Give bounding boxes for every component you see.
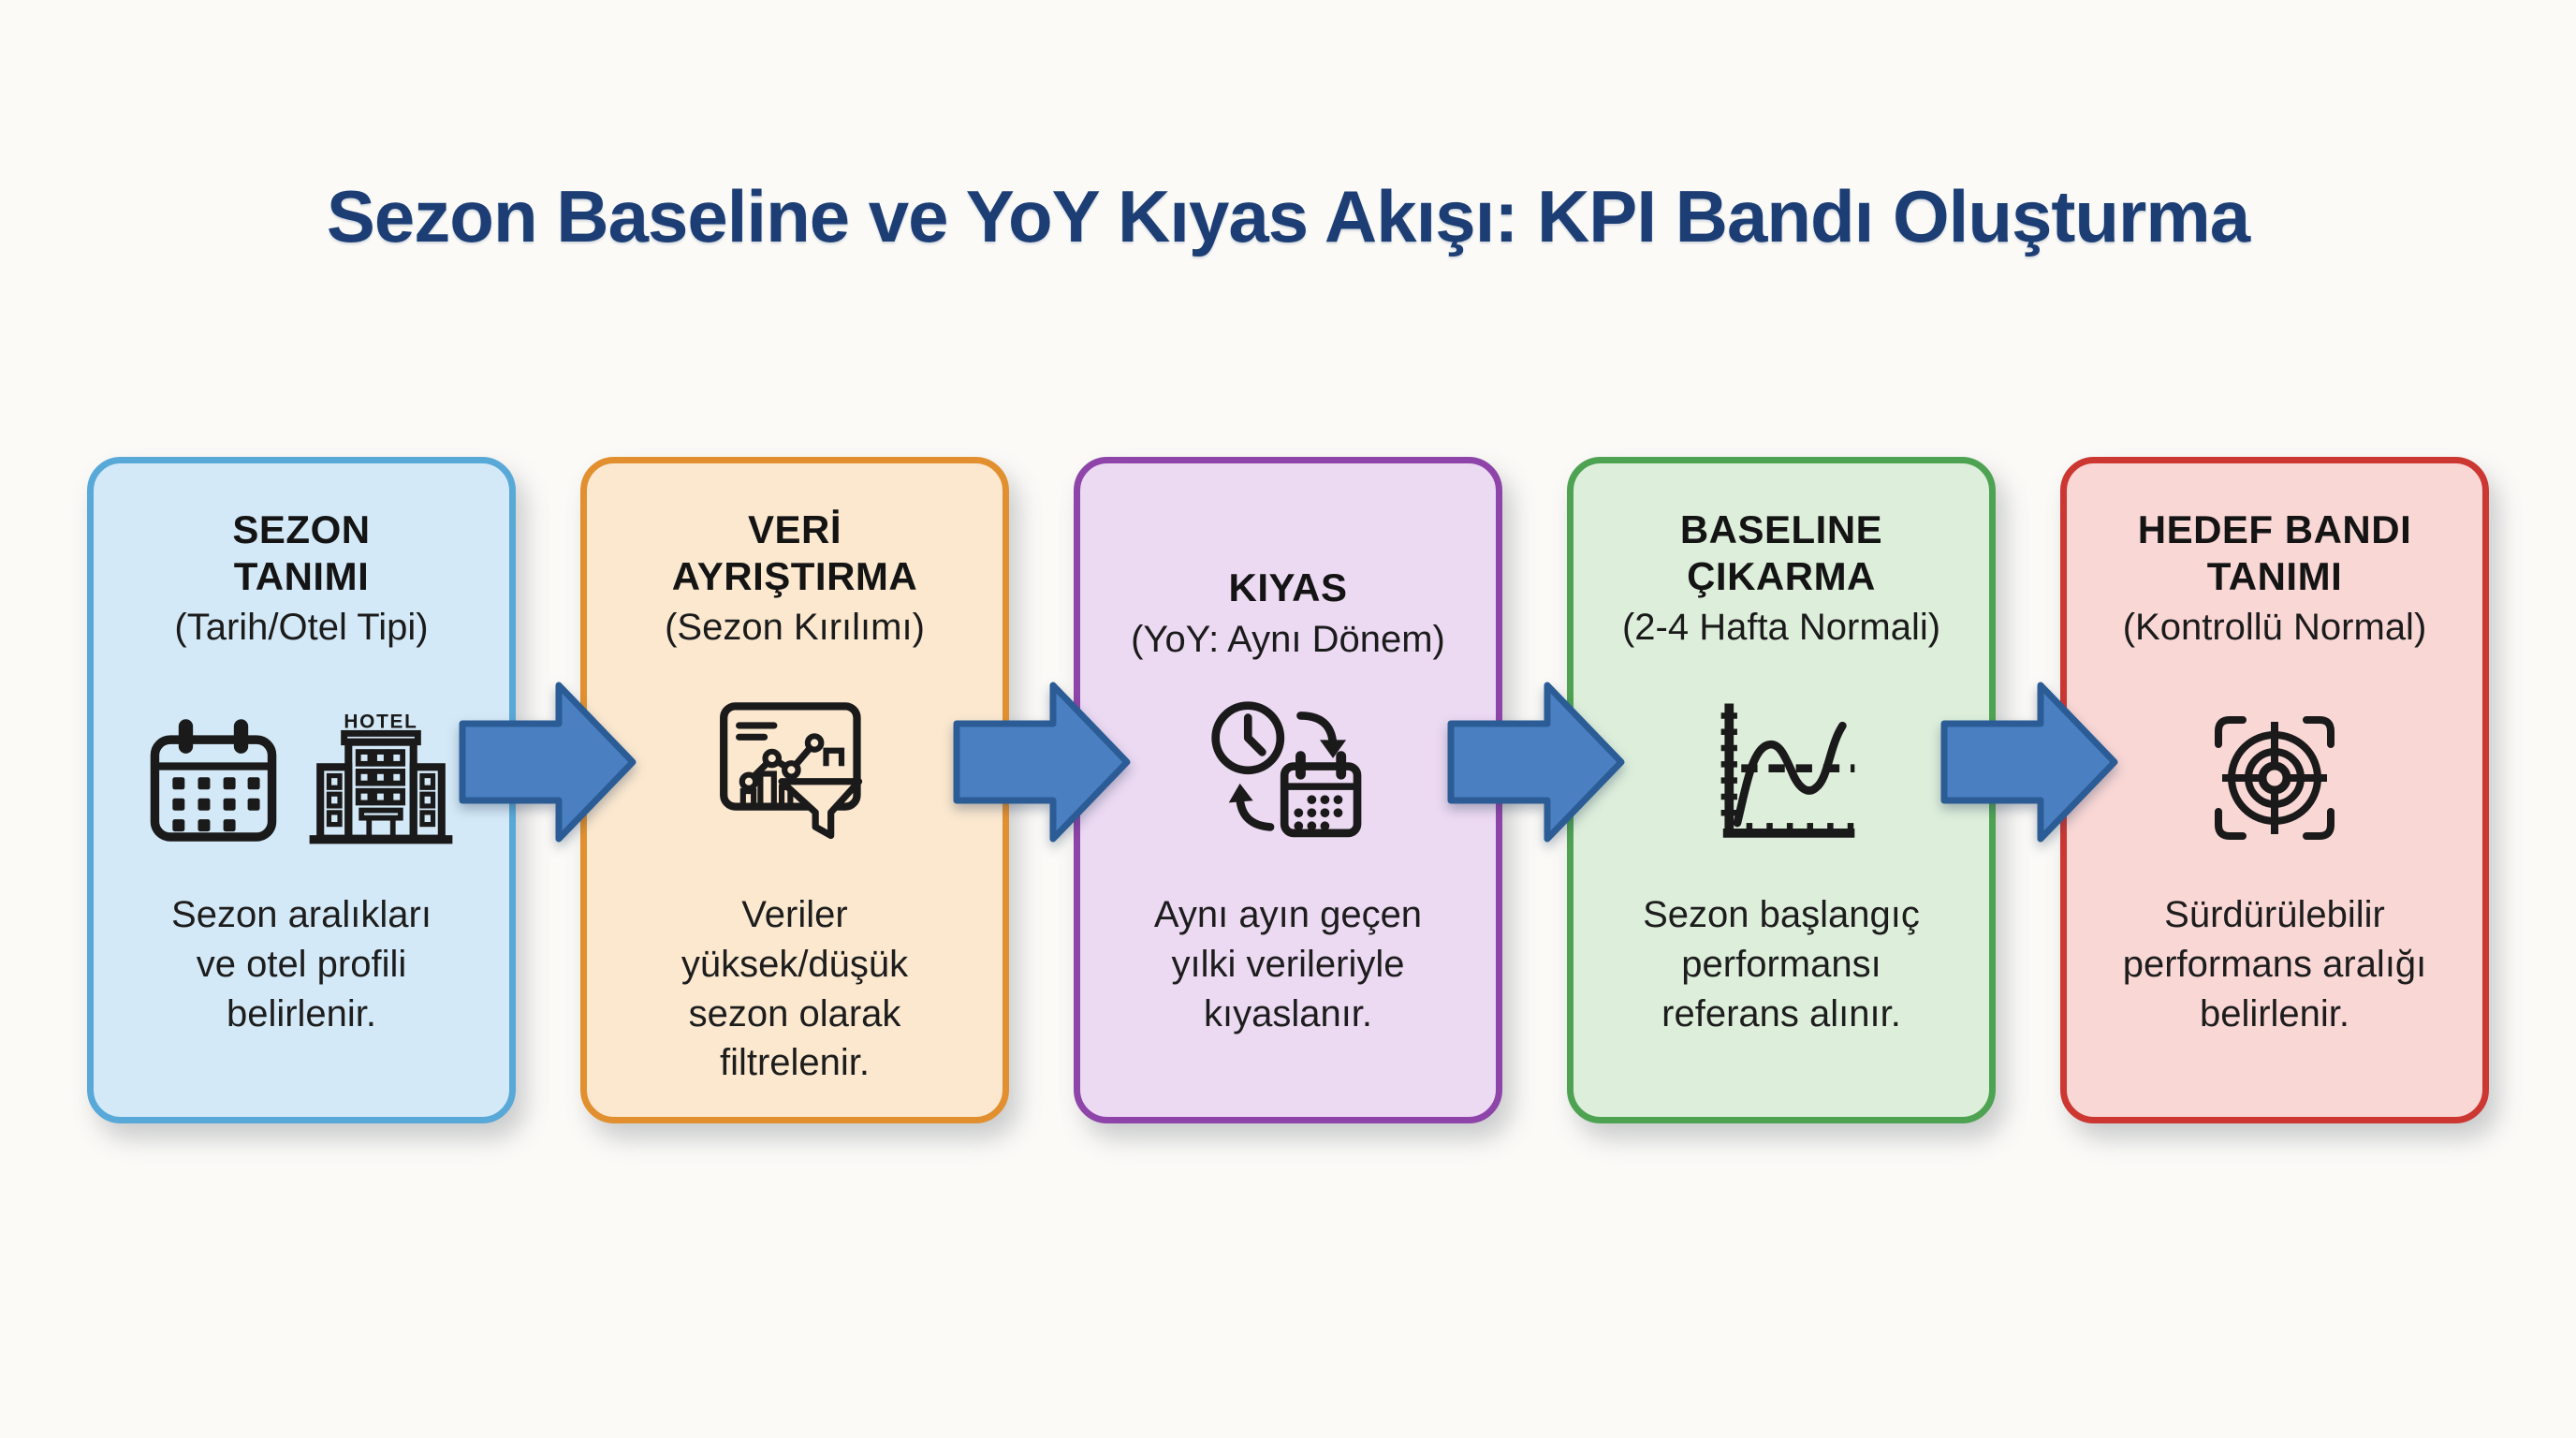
step-card-hedef-bandi-tanimi: HEDEF BANDI TANIMI (Kontrollü Normal) [2060, 457, 2489, 1123]
step-subtitle: (Tarih/Otel Tipi) [174, 607, 429, 649]
step-header: BASELINE ÇIKARMA (2-4 Hafta Normali) [1573, 506, 1989, 656]
flow-arrow-icon [1447, 682, 1625, 843]
svg-text:HOTEL: HOTEL [344, 712, 417, 733]
step-card-baseline-cikarma: BASELINE ÇIKARMA (2-4 Hafta Normali) [1567, 457, 1996, 1123]
flow-steps-row: SEZON TANIMI (Tarih/Otel Tipi) [87, 457, 2489, 1123]
step-title: BASELINE ÇIKARMA [1680, 506, 1882, 599]
step-title-line: AYRIŞTIRMA [671, 553, 918, 598]
clock-calendar-sync-icon [1210, 701, 1361, 838]
step-header: SEZON TANIMI (Tarih/Otel Tipi) [94, 506, 509, 656]
step-header: KIYAS (YoY: Aynı Dönem) [1080, 506, 1496, 660]
step-subtitle: (Sezon Kırılımı) [665, 607, 925, 649]
step-icons [2067, 697, 2482, 847]
step-header: HEDEF BANDI TANIMI (Kontrollü Normal) [2067, 506, 2482, 656]
step-card-veri-ayristirma: VERİ AYRIŞTIRMA (Sezon Kırılımı) [580, 457, 1009, 1123]
target-icon [2215, 716, 2334, 840]
step-description: Aynı ayın geçen yılki verileriyle kıyasl… [1153, 894, 1423, 1034]
step-header: VERİ AYRIŞTIRMA (Sezon Kırılımı) [587, 506, 1003, 656]
step-description: Sürdürülebilir performans aralığı belirl… [2122, 894, 2427, 1034]
step-title: KIYAS [1228, 565, 1347, 611]
flow-arrow-icon [459, 682, 637, 843]
baseline-chart-icon [1720, 703, 1854, 838]
step-title: HEDEF BANDI TANIMI [2138, 506, 2412, 599]
step-title-line: KIYAS [1228, 565, 1348, 609]
flow-arrow-icon [1940, 682, 2118, 843]
step-card-kiyas: KIYAS (YoY: Aynı Dönem) [1074, 457, 1502, 1123]
step-icons: HOTEL [94, 697, 509, 847]
step-title-line: TANIMI [2206, 553, 2343, 598]
step-card-sezon-tanimi: SEZON TANIMI (Tarih/Otel Tipi) [87, 457, 516, 1123]
calendar-icon [150, 719, 277, 842]
step-title-line: TANIMI [233, 553, 370, 598]
step-title-line: BASELINE [1679, 507, 1883, 551]
step-subtitle: (YoY: Aynı Dönem) [1131, 618, 1445, 660]
step-title-line: SEZON [232, 507, 371, 551]
step-description: Veriler yüksek/düşük sezon olarak filtre… [681, 894, 909, 1084]
step-title: SEZON TANIMI [232, 506, 370, 599]
page-title: Sezon Baseline ve YoY Kıyas Akışı: KPI B… [326, 175, 2250, 258]
step-title-line: HEDEF BANDI [2137, 507, 2412, 551]
step-title: VERİ AYRIŞTIRMA [672, 506, 917, 599]
step-subtitle: (Kontrollü Normal) [2122, 607, 2427, 649]
step-description: Sezon başlangıç performansı referans alı… [1643, 894, 1920, 1034]
step-icons [1080, 697, 1496, 847]
chart-funnel-icon [719, 702, 862, 840]
step-title-line: ÇIKARMA [1687, 553, 1876, 598]
flow-arrow-icon [953, 682, 1131, 843]
step-description: Sezon aralıkları ve otel profili belirle… [171, 894, 432, 1034]
step-subtitle: (2-4 Hafta Normali) [1621, 607, 1941, 649]
step-icons [587, 697, 1003, 847]
step-title-line: VERİ [747, 507, 842, 551]
step-icons [1573, 697, 1989, 847]
hotel-icon: HOTEL [309, 712, 453, 844]
